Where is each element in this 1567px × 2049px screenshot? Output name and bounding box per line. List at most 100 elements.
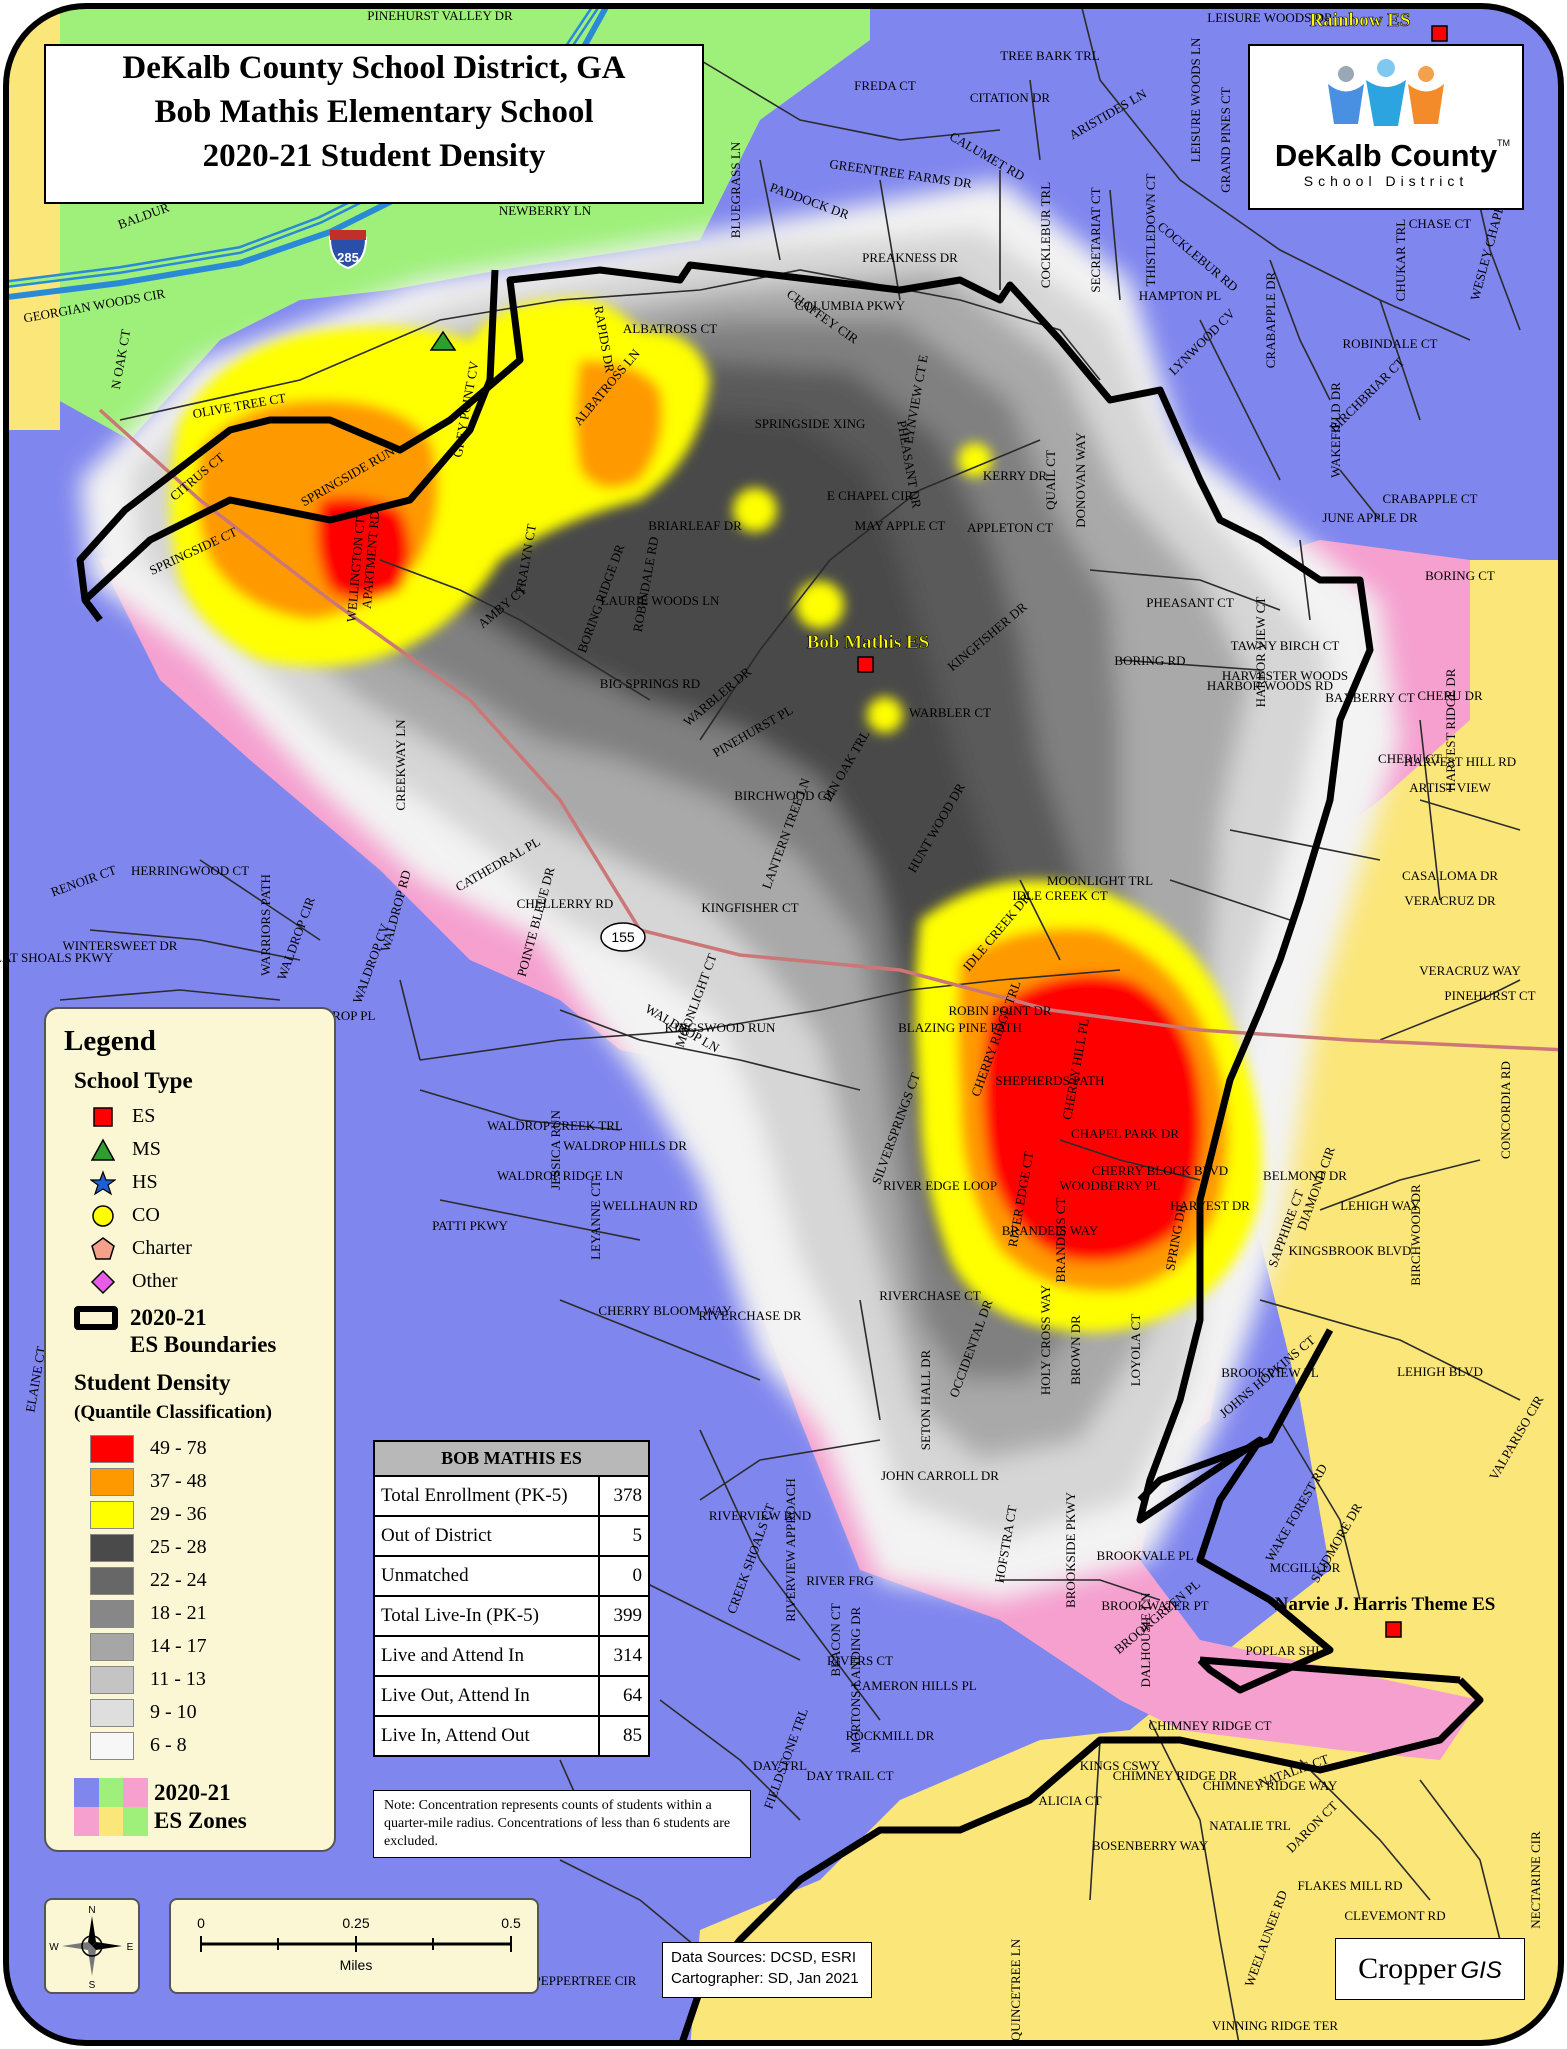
school-bob-mathis[interactable]: Bob Mathis ES: [806, 632, 930, 673]
street-label: CHIMNEY RIDGE CT: [1148, 1718, 1271, 1733]
street-label: WELLHAUN RD: [603, 1198, 698, 1213]
street-label: BRIARLEAF DR: [648, 518, 742, 533]
svg-text:0.25: 0.25: [342, 1915, 369, 1931]
street-label: WARRIORS PATH: [258, 874, 273, 976]
street-label: RIVER EDGE LOOP: [883, 1178, 997, 1193]
magenta-diamond-icon: [90, 1269, 116, 1294]
street-label: CAMERON HILLS PL: [853, 1678, 977, 1693]
street-label: KINGS CSWY: [1080, 1758, 1161, 1773]
street-label: NATALIE TRL: [1209, 1818, 1290, 1833]
street-label: MAY APPLE CT: [855, 518, 946, 533]
street-label: BIRCHWOOD DR: [1408, 1184, 1423, 1286]
street-label: CONCORDIA RD: [1498, 1061, 1513, 1159]
legend-density-row: 22 - 24: [90, 1564, 316, 1597]
street-label: QUINCETREE LN: [1008, 1938, 1023, 2041]
legend-boundary-row: 2020-21: [74, 1304, 316, 1332]
density-class-label: 37 - 48: [150, 1470, 207, 1492]
density-class-label: 14 - 17: [150, 1635, 207, 1657]
salmon-pentagon-icon: [91, 1236, 115, 1260]
svg-text:0.5: 0.5: [501, 1915, 521, 1931]
street-label: RIVER FRG: [806, 1573, 874, 1588]
street-label: LOYOLA CT: [1128, 1314, 1143, 1387]
legend-school-type-label: CO: [132, 1204, 160, 1226]
hotspot-west: [170, 298, 710, 667]
legend-school-type-label: ES: [132, 1105, 156, 1127]
legend-density-row: 49 - 78: [90, 1432, 316, 1465]
street-label: BEACON CT: [828, 1603, 843, 1676]
density-class-label: 18 - 21: [150, 1602, 207, 1624]
hotspot-south: [915, 880, 1262, 1333]
street-label: BELMONT DR: [1263, 1168, 1347, 1183]
school-narvie-harris[interactable]: Narvie J. Harris Theme ES: [1275, 1594, 1496, 1638]
legend-school-type-label: Other: [132, 1270, 178, 1292]
street-label: BROOKSIDE PKWY: [1063, 1491, 1078, 1608]
street-label: CHERU DR: [1417, 688, 1483, 703]
street-label: LEYANNE CT: [588, 1180, 603, 1260]
legend-density-row: 14 - 17: [90, 1630, 316, 1663]
street-label: JOHN CARROLL DR: [881, 1468, 999, 1483]
legend-school-type-label: MS: [132, 1138, 161, 1160]
street-label: CHUKAR TRL: [1393, 219, 1408, 302]
data-sources-box: Data Sources: DCSD, ESRI Cartographer: S…: [662, 1942, 872, 1998]
street-label: BIRCHWOOD CV: [734, 788, 836, 803]
cropper-gis-text: GIS: [1460, 1957, 1502, 1984]
svg-text:S: S: [89, 1980, 96, 1991]
street-label: CRABAPPLE DR: [1263, 271, 1278, 368]
street-label: JESSICA RUN: [548, 1109, 563, 1189]
street-label: FLAKES MILL RD: [1298, 1878, 1403, 1893]
concentration-note: Note: Concentration represents counts of…: [373, 1790, 751, 1858]
street-label: CHERU CT: [1378, 751, 1442, 766]
street-label: LEISURE WOODS DR: [1207, 10, 1333, 25]
svg-text:Rainbow ES: Rainbow ES: [1310, 10, 1411, 31]
street-label: CHAPEL PARK DR: [1071, 1126, 1179, 1141]
street-label: CREEKWAY LN: [393, 719, 408, 811]
street-label: ALBATROSS CT: [623, 321, 717, 336]
street-label: BROOKVIEW PL: [1221, 1365, 1319, 1380]
street-label: SHEPHERDS PATH: [996, 1073, 1105, 1088]
density-swatch: [90, 1566, 134, 1595]
state-route-shield: 155: [600, 922, 646, 952]
legend-density-row: 37 - 48: [90, 1465, 316, 1498]
density-class-label: 6 - 8: [150, 1734, 187, 1756]
svg-text:N: N: [88, 1905, 95, 1916]
svg-text:Narvie J. Harris Theme ES: Narvie J. Harris Theme ES: [1275, 1594, 1496, 1615]
es-boundary: [76, 261, 1374, 1694]
street-label: LEHIGH WAY: [1340, 1198, 1420, 1213]
middle-school-marker[interactable]: [429, 330, 457, 351]
street-label: TAWNY BIRCH CT: [1231, 638, 1340, 653]
map-title-box: DeKalb County School District, GA Bob Ma…: [44, 44, 704, 204]
street-label: CHELLERRY RD: [517, 896, 614, 911]
street-label: SETON HALL DR: [918, 1349, 933, 1450]
street-label: COCKLEBUR TRL: [1038, 182, 1053, 288]
legend-school-type-label: HS: [132, 1171, 158, 1193]
boundary-swatch: [74, 1306, 118, 1330]
legend-school-type-row: MS: [90, 1133, 316, 1166]
stats-value: 5: [598, 1515, 650, 1557]
street-label: HARVEST HILL RD: [1404, 754, 1516, 769]
street-label: VINNING RIDGE TER: [1212, 2018, 1338, 2033]
street-label: HAMPTON PL: [1139, 288, 1222, 303]
blue-star-icon: [90, 1169, 116, 1195]
legend-density-row: 18 - 21: [90, 1597, 316, 1630]
legend-boundary-label-2: ES Boundaries: [130, 1332, 277, 1357]
street-label: SECRETARIAT CT: [1088, 187, 1103, 292]
dekalb-logo-figures-icon: [1328, 59, 1444, 126]
street-label: KINGFISHER CT: [701, 900, 798, 915]
green-triangle-icon: [90, 1137, 116, 1161]
legend-density-row: 6 - 8: [90, 1729, 316, 1762]
legend-school-type-row: Charter: [90, 1232, 316, 1265]
density-swatch: [90, 1434, 134, 1463]
legend-density-row: 9 - 10: [90, 1696, 316, 1729]
legend-school-type-row: Other: [90, 1265, 316, 1298]
street-label: PATTI PKWY: [432, 1218, 508, 1233]
street-label: BORING CT: [1425, 568, 1495, 583]
school-rainbow[interactable]: Rainbow ES: [1309, 10, 1448, 42]
street-label: JUNE APPLE DR: [1322, 510, 1418, 525]
street-label: DAY TRL: [753, 1758, 807, 1773]
street-label: IDLE CREEK CT: [1012, 888, 1107, 903]
stats-label: Live and Attend In: [373, 1635, 600, 1677]
stats-label: Unmatched: [373, 1555, 600, 1597]
stats-value: 314: [598, 1635, 650, 1677]
street-label: CHERRY BLOOM WAY: [598, 1303, 732, 1318]
